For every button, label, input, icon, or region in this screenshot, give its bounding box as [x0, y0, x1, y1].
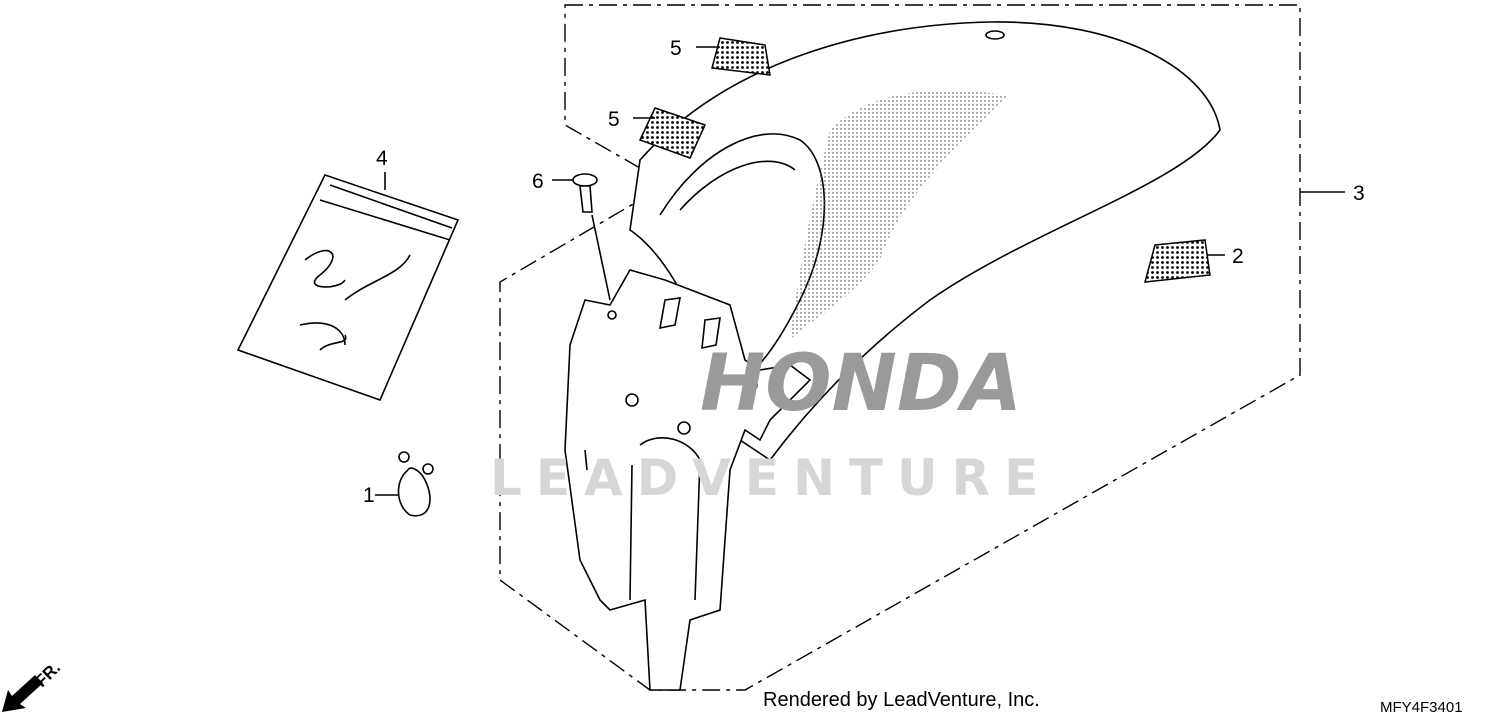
credit-text: Rendered by LeadVenture, Inc.	[763, 689, 1040, 711]
callout-2[interactable]: 2	[1232, 245, 1244, 268]
honda-logo: HONDA	[700, 339, 1022, 429]
diagram-code: MFY4F3401	[1380, 699, 1463, 716]
rear-fender	[564, 21, 1221, 691]
callout-3[interactable]: 3	[1353, 182, 1365, 205]
clip	[572, 173, 611, 301]
callout-1[interactable]: 1	[363, 484, 375, 507]
callout-5-lower[interactable]: 5	[608, 108, 620, 131]
reflector-pad-lower	[638, 107, 707, 159]
leader-lines	[375, 46, 1345, 496]
watermark: LEADVENTURE	[490, 449, 1052, 507]
callout-6[interactable]: 6	[532, 170, 544, 193]
front-direction-arrow: FR.	[2, 658, 64, 712]
document-bag	[236, 174, 460, 402]
callout-5-upper[interactable]: 5	[670, 37, 682, 60]
callout-4[interactable]: 4	[376, 147, 388, 170]
reflector-pad-upper	[711, 37, 771, 76]
clamp	[397, 451, 434, 517]
reflector	[1143, 239, 1211, 283]
